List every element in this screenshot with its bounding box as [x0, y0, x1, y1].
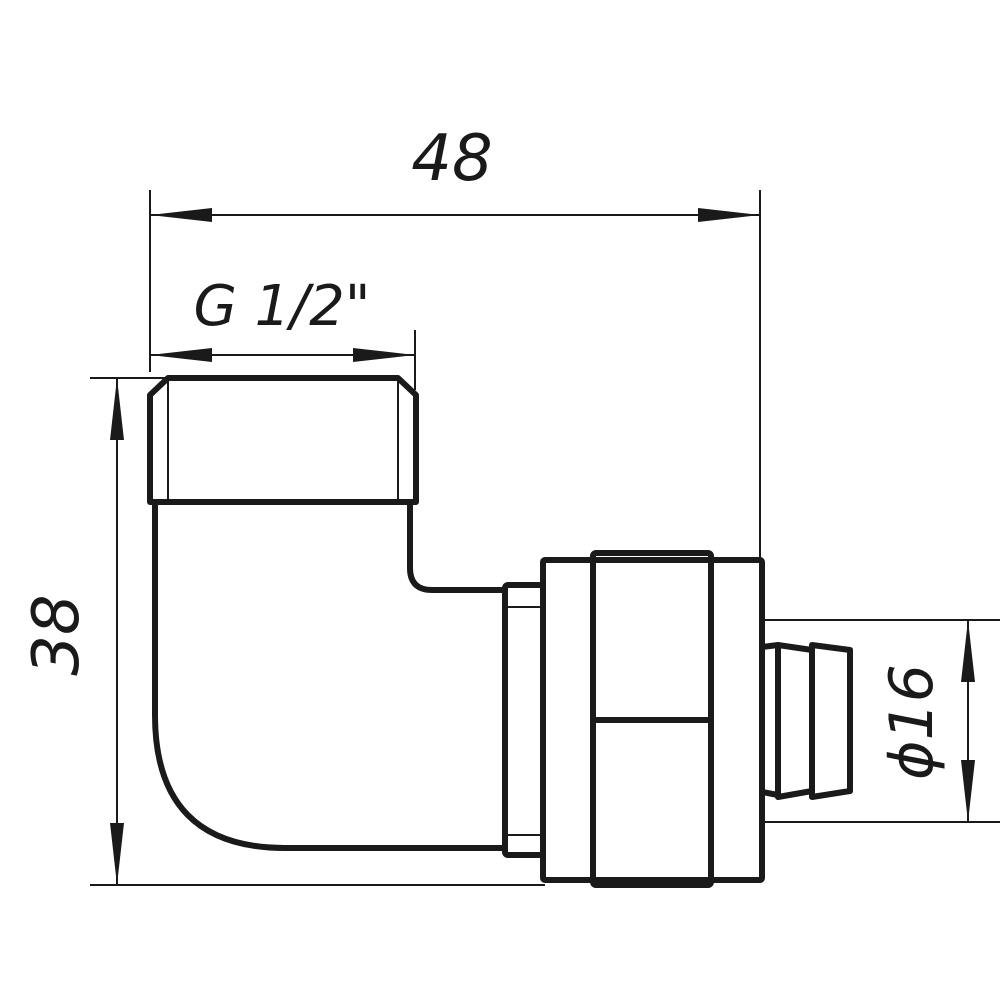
- dimension-label-phi16: ϕ16: [877, 664, 947, 780]
- compression-nut: [590, 550, 714, 888]
- pipe-insert: [759, 642, 853, 800]
- threaded-end: [147, 375, 419, 505]
- collar-ring: [502, 582, 546, 858]
- dimension-height: 38: [20, 377, 545, 886]
- dimension-overall-length: 48: [149, 122, 761, 558]
- dimension-thread: G 1/2": [150, 274, 416, 390]
- elbow-body: [152, 499, 508, 851]
- dimension-label-thread: G 1/2": [193, 274, 370, 339]
- dimension-label-48: 48: [411, 122, 492, 196]
- dimension-label-38: 38: [20, 594, 94, 675]
- dimension-pipe-diameter: ϕ16: [765, 619, 1000, 823]
- compression-body: [540, 557, 765, 883]
